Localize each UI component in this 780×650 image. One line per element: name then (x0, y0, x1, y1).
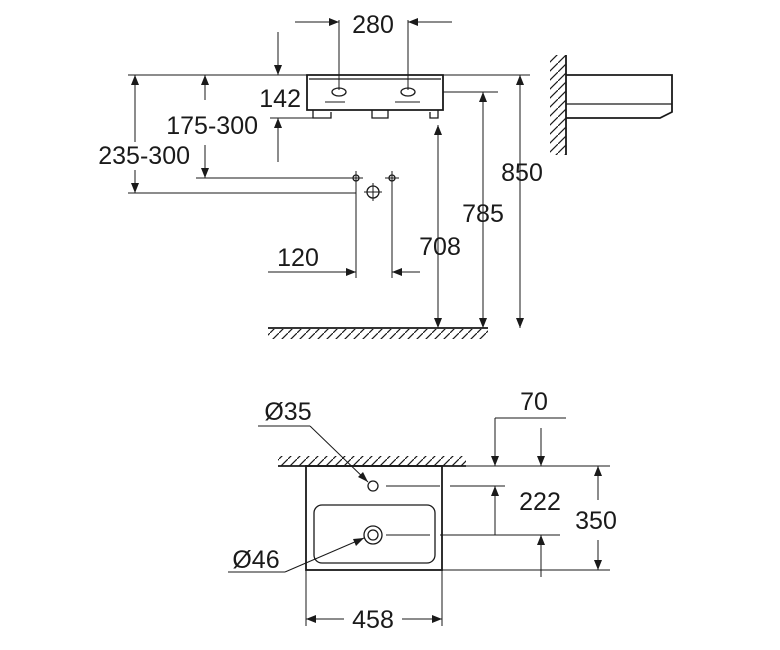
waste-outlet-icon (363, 525, 383, 545)
dim-supply-height-range: 235-300 (98, 75, 356, 194)
dim-text-142: 142 (259, 85, 301, 113)
basin-front-elevation (306, 74, 444, 119)
dim-text-458: 458 (352, 606, 394, 634)
dim-text-708: 708 (419, 233, 461, 261)
dim-underside-from-floor: 785 (462, 92, 504, 328)
dim-text-785: 785 (462, 200, 504, 228)
dim-text-280: 280 (352, 11, 394, 39)
dim-tap-hole-offset: 70 (491, 388, 566, 466)
dim-waste-from-floor: 708 (419, 125, 461, 328)
dim-text-120: 120 (277, 244, 319, 272)
tap-hole-icon (367, 480, 379, 492)
dim-text-d46: Ø46 (232, 546, 279, 574)
plan-wall (278, 456, 466, 467)
basin-plan-outline (305, 465, 443, 571)
dim-waste-from-wall: 222 (440, 465, 610, 577)
dim-text-d35: Ø35 (264, 398, 311, 426)
dim-text-175-300: 175-300 (166, 112, 258, 140)
dim-supply-spacing: 120 (268, 185, 420, 278)
dim-tap-hole-diameter: Ø35 (258, 398, 369, 483)
dim-text-222: 222 (519, 488, 561, 516)
connection-points (349, 171, 399, 201)
floor-line (268, 327, 488, 339)
dim-depth: 350 (442, 466, 617, 571)
side-view: 280 142 175-300 235-30 (98, 11, 673, 339)
dim-rim-from-floor: 850 (501, 75, 543, 328)
dim-text-235-300: 235-300 (98, 142, 190, 170)
wall-section (550, 55, 673, 155)
dim-waste-diameter: Ø46 (228, 537, 365, 574)
dim-width: 458 (305, 570, 443, 634)
dim-text-350: 350 (575, 507, 617, 535)
dim-waste-height-range: 175-300 (166, 75, 258, 178)
plan-view: Ø35 Ø46 70 222 (228, 388, 617, 634)
dim-text-70: 70 (520, 388, 548, 416)
dim-basin-height: 142 (259, 32, 313, 162)
dim-tap-hole-spacing: 280 (295, 11, 452, 90)
dim-text-850: 850 (501, 159, 543, 187)
